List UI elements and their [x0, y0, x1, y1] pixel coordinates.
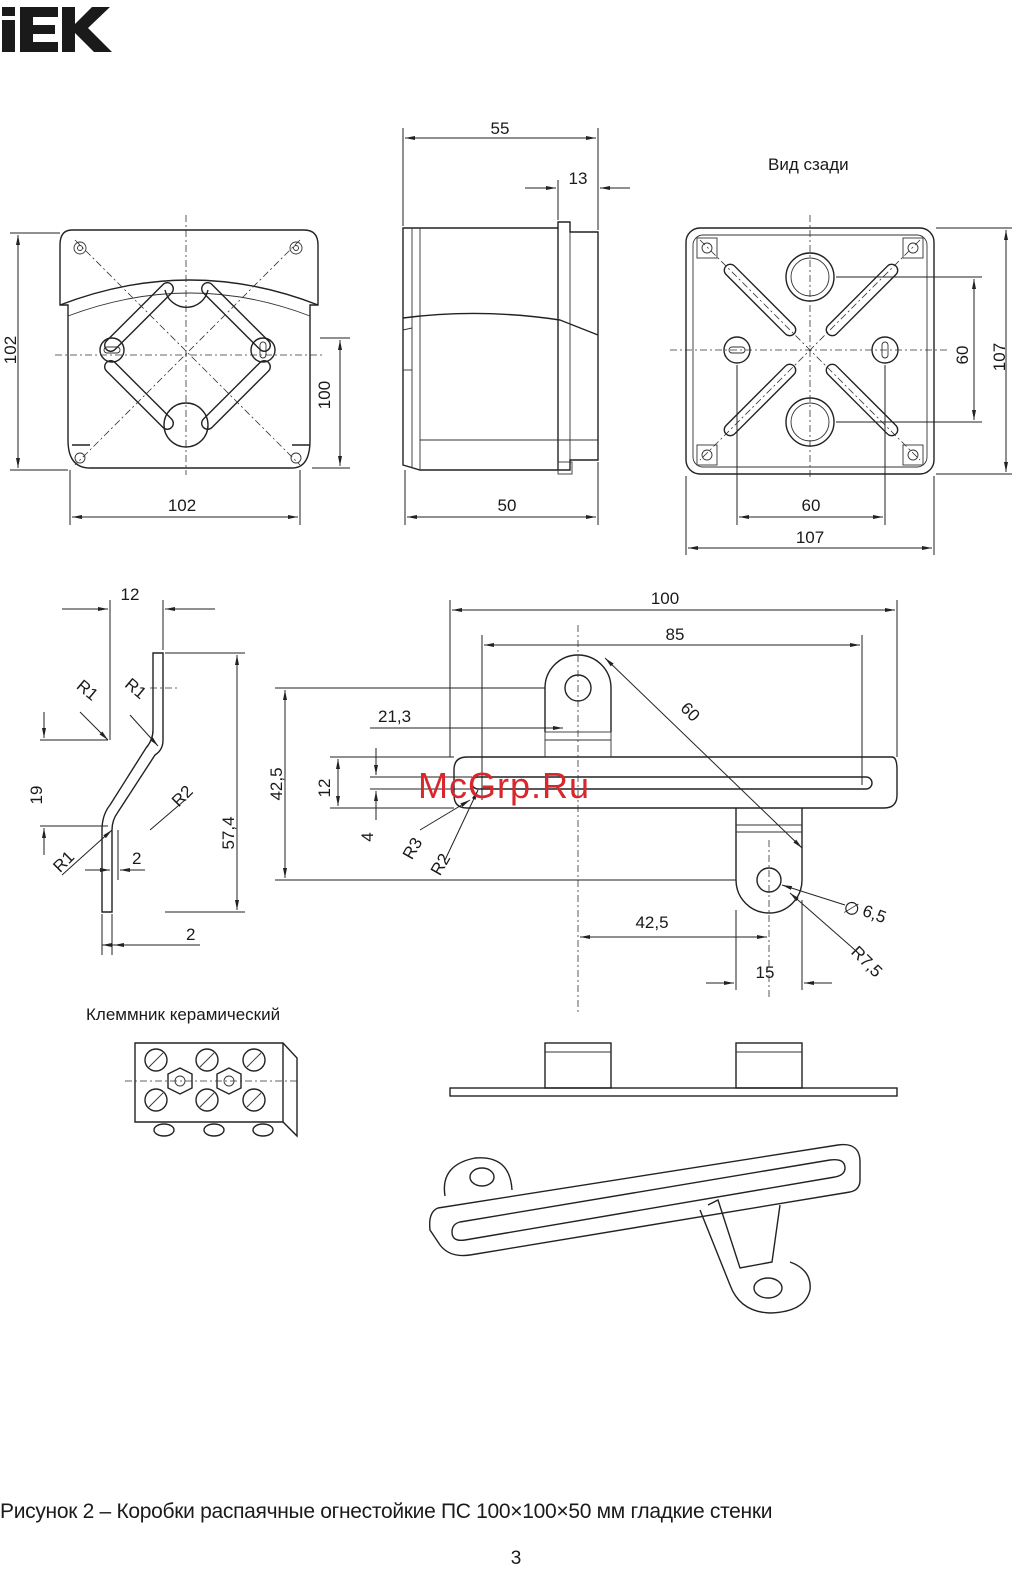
watermark: McGrp.Ru	[418, 765, 590, 807]
dim-plan-diag: 60	[677, 699, 704, 726]
dim-side-base: 50	[498, 496, 517, 515]
bracket-profile: 12 R1 R1 R2 R1 19 57,4 2 2	[27, 585, 245, 955]
dim-plan-total: 100	[651, 589, 679, 608]
ceramic-terminal-label: Клеммник керамический	[86, 1005, 280, 1024]
bracket-isometric	[430, 1145, 860, 1313]
dim-plan-r2: R2	[427, 850, 454, 878]
dim-side-flange: 13	[569, 169, 588, 188]
front-view: 102 100 102	[1, 215, 350, 525]
dim-profile-r1b: R1	[121, 674, 150, 703]
dim-plan-slot: 12	[315, 779, 334, 798]
rear-view: Вид сзади 60 107 60 107	[670, 155, 1012, 555]
side-view: 55 13 50	[403, 119, 630, 525]
dim-profile-top: 12	[121, 585, 140, 604]
dim-front-width: 102	[168, 496, 196, 515]
dim-profile-r1c: R1	[49, 847, 78, 876]
dim-side-depth: 55	[491, 119, 510, 138]
page-number: 3	[0, 1548, 1032, 1570]
dim-front-inner-height: 100	[315, 381, 334, 409]
dim-profile-h19: 19	[27, 786, 46, 805]
dim-profile-t2a: 2	[132, 849, 141, 868]
dim-rear-inner-h: 60	[953, 346, 972, 365]
dim-plan-hole: 6,5	[860, 901, 889, 927]
rear-view-label: Вид сзади	[768, 155, 849, 174]
bracket-side-elevation	[450, 1043, 897, 1096]
dim-plan-tab: 15	[756, 963, 775, 982]
dim-profile-r2: R2	[168, 782, 197, 811]
dim-plan-offset: 21,3	[378, 707, 411, 726]
dim-profile-t2b: 2	[186, 925, 195, 944]
ceramic-terminal: Клеммник керамический	[86, 1005, 300, 1136]
dim-plan-slot-gap: 4	[358, 832, 377, 841]
dim-rear-outer-h: 107	[990, 343, 1009, 371]
dim-plan-span: 85	[666, 625, 685, 644]
dim-rear-outer-w: 107	[796, 528, 824, 547]
dim-profile-r1a: R1	[73, 676, 102, 705]
dim-plan-hole-sym: ∅	[841, 897, 863, 921]
dim-plan-r3: R3	[399, 834, 426, 862]
dim-profile-h57: 57,4	[219, 816, 238, 849]
dim-rear-inner-w: 60	[802, 496, 821, 515]
dim-front-height: 102	[1, 336, 20, 364]
dim-plan-height: 42,5	[267, 767, 286, 800]
dim-plan-half: 42,5	[635, 913, 668, 932]
figure-caption: Рисунок 2 – Коробки распаячные огнестойк…	[0, 1500, 772, 1524]
